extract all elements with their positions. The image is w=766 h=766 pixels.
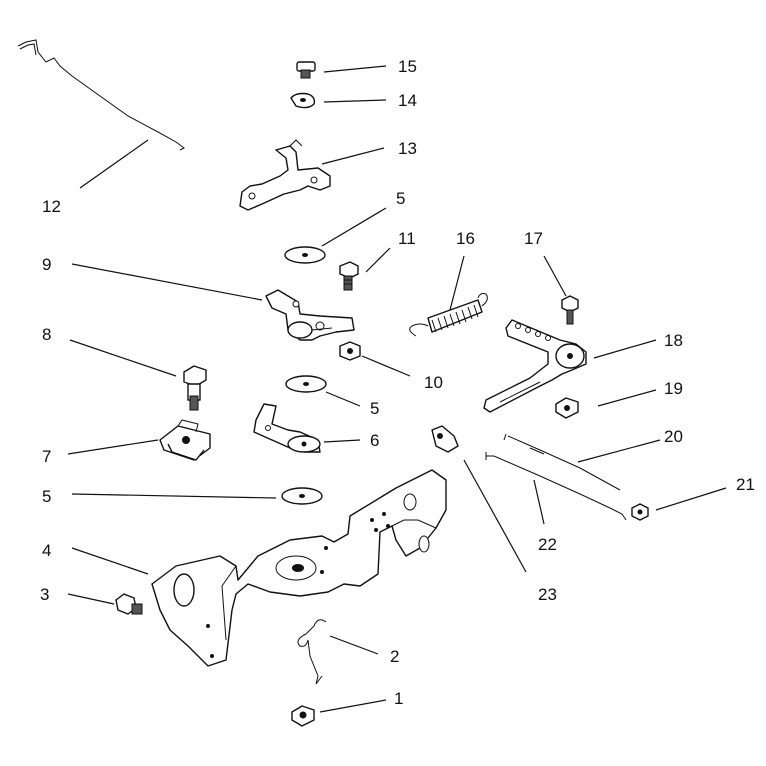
leader-5-lower [71, 493, 277, 499]
part-8-bolt [183, 365, 207, 411]
part-11-bolt [339, 261, 359, 291]
leader-13 [321, 147, 385, 165]
callout-1: 1 [394, 689, 403, 708]
leader-12 [79, 139, 149, 189]
callout-2: 2 [390, 647, 399, 666]
leader-16 [449, 255, 465, 311]
part-2-spring [297, 619, 327, 685]
leader-lines [67, 65, 727, 713]
leader-7 [67, 439, 159, 455]
leader-4 [71, 547, 149, 575]
callout-5-middle: 5 [370, 399, 379, 418]
leader-5-middle [325, 391, 361, 407]
leader-19 [597, 389, 657, 407]
part-14-washer [290, 92, 316, 109]
part-17-screw [561, 295, 579, 325]
callout-7: 7 [42, 447, 51, 466]
callout-5-lower: 5 [42, 487, 51, 506]
part-10-nut [339, 341, 361, 361]
leader-2 [329, 635, 379, 655]
callout-18: 18 [664, 331, 683, 350]
part-5-washer-lower [281, 487, 323, 505]
callout-17: 17 [524, 229, 543, 248]
part-12-link-rod [17, 39, 185, 151]
leader-18 [593, 339, 657, 359]
part-20-choke-rod [503, 433, 621, 491]
part-22-throttle-rod [485, 452, 627, 521]
callout-4: 4 [42, 541, 51, 560]
leader-21 [655, 487, 727, 511]
callout-8: 8 [42, 325, 51, 344]
part-19-nut [555, 397, 579, 419]
leader-10 [361, 355, 411, 377]
callout-3: 3 [40, 585, 49, 604]
callout-labels: 1 2 3 4 5 5 5 6 7 8 9 10 11 12 13 14 15 … [40, 57, 755, 708]
leader-8 [69, 339, 177, 377]
callout-12: 12 [42, 197, 61, 216]
part-18-throttle-lever [483, 319, 587, 413]
callout-20: 20 [664, 427, 683, 446]
part-16-spring [409, 293, 488, 337]
leader-23 [463, 459, 527, 573]
leader-15 [323, 65, 387, 73]
leader-6 [323, 439, 361, 443]
leader-17 [543, 255, 567, 297]
callout-6: 6 [370, 431, 379, 450]
leader-11 [365, 247, 391, 273]
leader-9 [71, 263, 263, 301]
callout-21: 21 [736, 475, 755, 494]
part-7-clip-nut [159, 419, 211, 461]
callout-11: 11 [398, 229, 416, 248]
part-4-control-bracket [151, 469, 447, 667]
part-3-screw [115, 593, 143, 615]
callout-14: 14 [398, 91, 417, 110]
callout-13: 13 [398, 139, 417, 158]
part-21-nut [631, 503, 649, 521]
leader-1 [319, 699, 387, 713]
callout-23: 23 [538, 585, 557, 604]
leader-14 [323, 99, 387, 103]
part-15-screw [296, 61, 316, 79]
part-5-washer-top [284, 246, 326, 264]
callout-22: 22 [538, 535, 557, 554]
callout-19: 19 [664, 379, 683, 398]
callout-10: 10 [424, 373, 443, 392]
part-6-stop-plate [253, 403, 321, 453]
part-13-bracket [239, 139, 331, 211]
leader-5-top [321, 207, 387, 247]
callout-5-top: 5 [396, 189, 405, 208]
callout-9: 9 [42, 255, 51, 274]
part-1-nut [291, 705, 315, 727]
leader-3 [67, 593, 115, 605]
callout-15: 15 [398, 57, 417, 76]
part-23-swivel [431, 425, 459, 453]
callout-16: 16 [456, 229, 475, 248]
leader-22 [533, 479, 545, 525]
leader-20 [577, 439, 661, 463]
part-5-washer-middle [285, 375, 327, 393]
part-9-control-lever [265, 289, 355, 341]
